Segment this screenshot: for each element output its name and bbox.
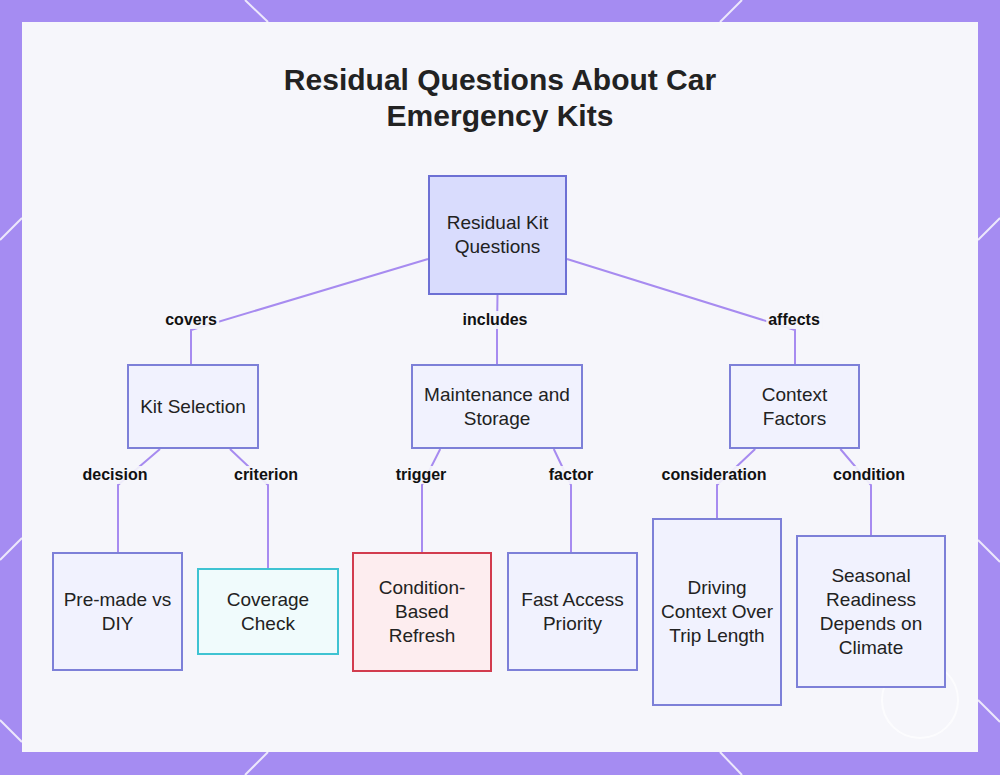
category-box: Kit Selection (127, 364, 259, 449)
edge-label: covers (163, 311, 219, 329)
connector-line (118, 449, 160, 552)
leaf-box: Seasonal Readiness Depends on Climate (796, 535, 946, 688)
node-text: Seasonal Readiness Depends on Climate (804, 564, 938, 660)
connector-line (840, 449, 871, 535)
diagram-title: Residual Questions About Car Emergency K… (250, 62, 750, 134)
highlight-box: Coverage Check (197, 568, 339, 655)
node-text: Maintenance and Storage (419, 383, 575, 431)
node-text: Condition-Based Refresh (360, 576, 484, 648)
edge-label: condition (831, 466, 907, 484)
category-box: Maintenance and Storage (411, 364, 583, 449)
edge-label: criterion (232, 466, 300, 484)
node-text: Kit Selection (140, 395, 246, 419)
edge-label: affects (766, 311, 822, 329)
node-text: Fast Access Priority (515, 588, 630, 636)
connector-line (422, 449, 440, 552)
node-text: Driving Context Over Trip Length (660, 576, 774, 648)
root-box: Residual Kit Questions (428, 175, 567, 295)
leaf-box: Driving Context Over Trip Length (652, 518, 782, 706)
connector-line (191, 259, 428, 364)
node-text: Pre-made vs DIY (60, 588, 175, 636)
leaf-box: Pre-made vs DIY (52, 552, 183, 671)
category-box: Context Factors (729, 364, 860, 449)
highlight-box: Condition-Based Refresh (352, 552, 492, 672)
connector-line (567, 259, 795, 364)
edge-label: consideration (660, 466, 769, 484)
edge-label: decision (81, 466, 150, 484)
connector-line (554, 449, 571, 552)
node-text: Residual Kit Questions (436, 211, 559, 259)
edge-label: includes (461, 311, 530, 329)
node-text: Context Factors (737, 383, 852, 431)
node-text: Coverage Check (205, 588, 331, 636)
edge-label: trigger (394, 466, 449, 484)
leaf-box: Fast Access Priority (507, 552, 638, 671)
connector-line (496, 295, 499, 364)
edge-label: factor (547, 466, 595, 484)
